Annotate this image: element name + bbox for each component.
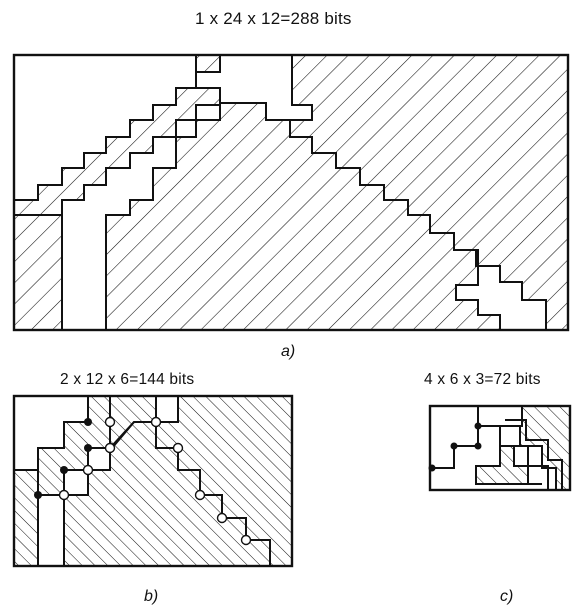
figure-c-hatched-region (475, 445, 542, 485)
figure-b-node (104, 442, 116, 454)
figure-b-node (150, 416, 162, 428)
figure-a-frame (12, 53, 570, 332)
figure-a-left-column (13, 214, 63, 331)
figure-c-node (474, 442, 482, 450)
figure-b-caption: 2 x 12 x 6=144 bits (60, 371, 195, 388)
figure-b-node (84, 444, 92, 452)
figure-b-frame (12, 394, 294, 568)
figure-c-left-path (430, 406, 479, 469)
figure-c-caption: 4 x 6 x 3=72 bits (424, 371, 541, 388)
figure-c-frame (428, 404, 572, 492)
figure-b-node (58, 489, 70, 501)
figure-b-node (60, 466, 68, 474)
figure-c-inner-corridor (499, 426, 549, 490)
figure-c-inner-corridor-2 (505, 419, 563, 490)
figure-b-node (172, 442, 184, 454)
figure-b-nodes (34, 416, 252, 546)
figure-b-node (240, 534, 252, 546)
figure-b-node (194, 489, 206, 501)
figure-a-corridor-inner-edge (289, 120, 547, 330)
figure-b-left-strip (13, 469, 39, 567)
figure-b-node (84, 418, 92, 426)
figure-b-label: b) (144, 588, 159, 605)
figure-c-node (474, 422, 482, 430)
figure-b-node (34, 491, 42, 499)
figure-a (12, 53, 570, 332)
figure-a-caption: 1 x 24 x 12=288 bits (195, 9, 352, 28)
figure-c-right-region (478, 405, 571, 491)
figure-b (12, 394, 294, 568)
figure-c (428, 404, 572, 492)
figure-c-label: c) (500, 588, 514, 605)
figure-c-node (450, 442, 458, 450)
figure-b-node (104, 416, 116, 428)
figure-b-node (216, 512, 228, 524)
figure-b-node (82, 464, 94, 476)
figure-a-label: a) (281, 343, 296, 360)
